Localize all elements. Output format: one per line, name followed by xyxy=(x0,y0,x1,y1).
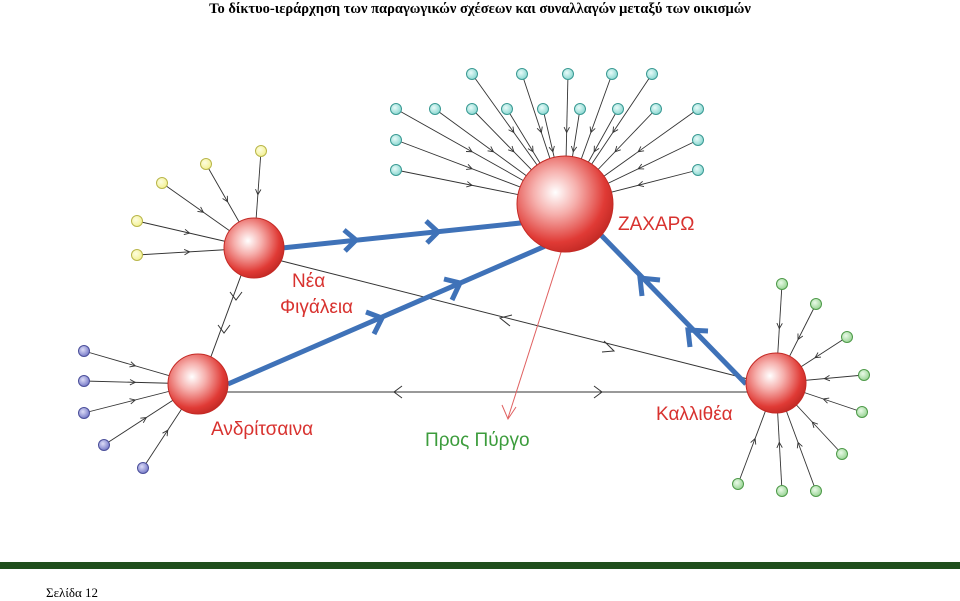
satellite-arrow-andritsaina xyxy=(140,417,148,423)
satellite-arrow-zacharo xyxy=(527,145,534,153)
satellite-node-zacharo xyxy=(516,68,528,80)
label-andritsaina: Ανδρίτσαινα xyxy=(211,419,313,440)
satellite-arrow-zacharo xyxy=(508,145,515,153)
thin-link-kallithea-andritsaina xyxy=(226,385,748,399)
satellite-arrow-nea-figaleia xyxy=(183,228,191,236)
satellite-node-andritsaina xyxy=(98,439,110,451)
satellite-arrow-nea-figaleia xyxy=(255,188,262,196)
satellite-arrow-kallithea xyxy=(750,437,757,445)
link-to-pyrgos xyxy=(501,245,564,421)
satellite-arrow-andritsaina xyxy=(129,361,137,368)
satellite-arrow-zacharo xyxy=(548,145,555,153)
main-link-kallithea-zacharo xyxy=(598,232,748,386)
satellite-node-andritsaina xyxy=(137,462,149,474)
satellite-node-kallithea xyxy=(858,369,870,381)
satellite-arrow-andritsaina xyxy=(162,429,169,437)
footer-bar xyxy=(0,562,960,569)
node-nea-figaleia xyxy=(223,217,285,279)
satellite-arrow-zacharo xyxy=(466,146,473,153)
satellite-node-kallithea xyxy=(810,298,822,310)
satellite-node-andritsaina xyxy=(78,407,90,419)
satellite-node-zacharo xyxy=(390,134,402,146)
satellite-node-zacharo xyxy=(562,68,574,80)
satellite-node-zacharo xyxy=(537,103,549,115)
satellite-node-kallithea xyxy=(810,485,822,497)
satellite-arrow-kallithea xyxy=(823,375,831,382)
satellite-arrow-zacharo xyxy=(637,163,645,170)
satellite-node-zacharo xyxy=(692,134,704,146)
satellite-arrow-zacharo xyxy=(589,126,596,134)
satellite-arrow-kallithea xyxy=(822,397,830,404)
thin-link-nea-figaleia-kallithea xyxy=(269,257,753,381)
satellite-node-nea-figaleia xyxy=(131,215,143,227)
satellite-arrow-zacharo xyxy=(637,146,645,153)
satellite-node-zacharo xyxy=(390,103,402,115)
satellite-node-andritsaina xyxy=(78,345,90,357)
satellite-arrow-zacharo xyxy=(570,145,578,153)
satellite-node-zacharo xyxy=(606,68,618,80)
satellite-arrow-zacharo xyxy=(614,145,621,153)
label-pyrgos: Προς Πύργο xyxy=(425,430,530,451)
satellite-node-zacharo xyxy=(692,164,704,176)
satellite-arrow-andritsaina xyxy=(129,398,137,405)
satellite-arrow-nea-figaleia xyxy=(222,195,229,203)
satellite-node-zacharo xyxy=(466,103,478,115)
satellite-arrow-zacharo xyxy=(466,164,473,170)
satellite-node-kallithea xyxy=(836,448,848,460)
label-zacharo: ΖΑΧΑΡΩ xyxy=(618,214,695,235)
satellite-node-kallithea xyxy=(776,485,788,497)
label-nea-figaleia-line2: Φιγάλεια xyxy=(280,297,353,318)
satellite-arrow-zacharo xyxy=(593,145,600,153)
satellite-arrow-zacharo xyxy=(466,181,474,188)
node-zacharo xyxy=(516,155,614,253)
page-number: Σελίδα 12 xyxy=(46,585,99,600)
satellite-node-zacharo xyxy=(646,68,658,80)
satellite-node-zacharo xyxy=(429,103,441,115)
satellite-arrow-zacharo xyxy=(563,126,570,134)
satellite-arrow-zacharo xyxy=(637,180,645,188)
satellite-node-zacharo xyxy=(501,103,513,115)
satellite-node-zacharo xyxy=(650,103,662,115)
satellite-arrow-nea-figaleia xyxy=(183,249,191,256)
node-andritsaina xyxy=(167,353,229,415)
main-link-andritsaina-zacharo xyxy=(227,241,551,387)
satellite-node-nea-figaleia xyxy=(255,145,267,157)
node-kallithea xyxy=(745,352,807,414)
satellite-arrow-andritsaina xyxy=(129,379,137,386)
satellite-node-zacharo xyxy=(574,103,586,115)
main-link-nea-figaleia-zacharo xyxy=(281,219,531,253)
satellite-node-kallithea xyxy=(776,278,788,290)
satellite-node-zacharo xyxy=(692,103,704,115)
page-title: Το δίκτυο-ιεράρχηση των παραγωγικών σχέσ… xyxy=(209,1,751,17)
satellite-node-nea-figaleia xyxy=(131,249,143,261)
satellite-node-nea-figaleia xyxy=(156,177,168,189)
satellite-node-andritsaina xyxy=(78,375,90,387)
satellite-arrow-nea-figaleia xyxy=(197,206,205,213)
satellite-node-nea-figaleia xyxy=(200,158,212,170)
satellite-node-zacharo xyxy=(390,164,402,176)
label-nea-figaleia-line1: Νέα xyxy=(292,271,325,292)
satellite-arrow-zacharo xyxy=(536,126,543,134)
satellite-arrow-kallithea xyxy=(776,441,783,449)
satellite-arrow-kallithea xyxy=(776,322,783,330)
satellite-node-kallithea xyxy=(841,331,853,343)
satellite-arrow-kallithea xyxy=(814,352,822,359)
satellite-arrow-kallithea xyxy=(796,441,803,449)
satellite-node-kallithea xyxy=(856,406,868,418)
satellite-arrow-zacharo xyxy=(612,126,619,134)
satellite-arrow-kallithea xyxy=(797,333,804,341)
satellite-arrow-zacharo xyxy=(487,146,495,153)
satellite-arrow-zacharo xyxy=(508,126,515,134)
satellite-node-zacharo xyxy=(612,103,624,115)
thin-link-andritsaina-nea-figaleia xyxy=(205,261,247,371)
satellite-node-zacharo xyxy=(466,68,478,80)
satellite-arrow-kallithea xyxy=(811,421,819,428)
satellite-node-kallithea xyxy=(732,478,744,490)
label-kallithea: Καλλιθέα xyxy=(656,404,733,425)
